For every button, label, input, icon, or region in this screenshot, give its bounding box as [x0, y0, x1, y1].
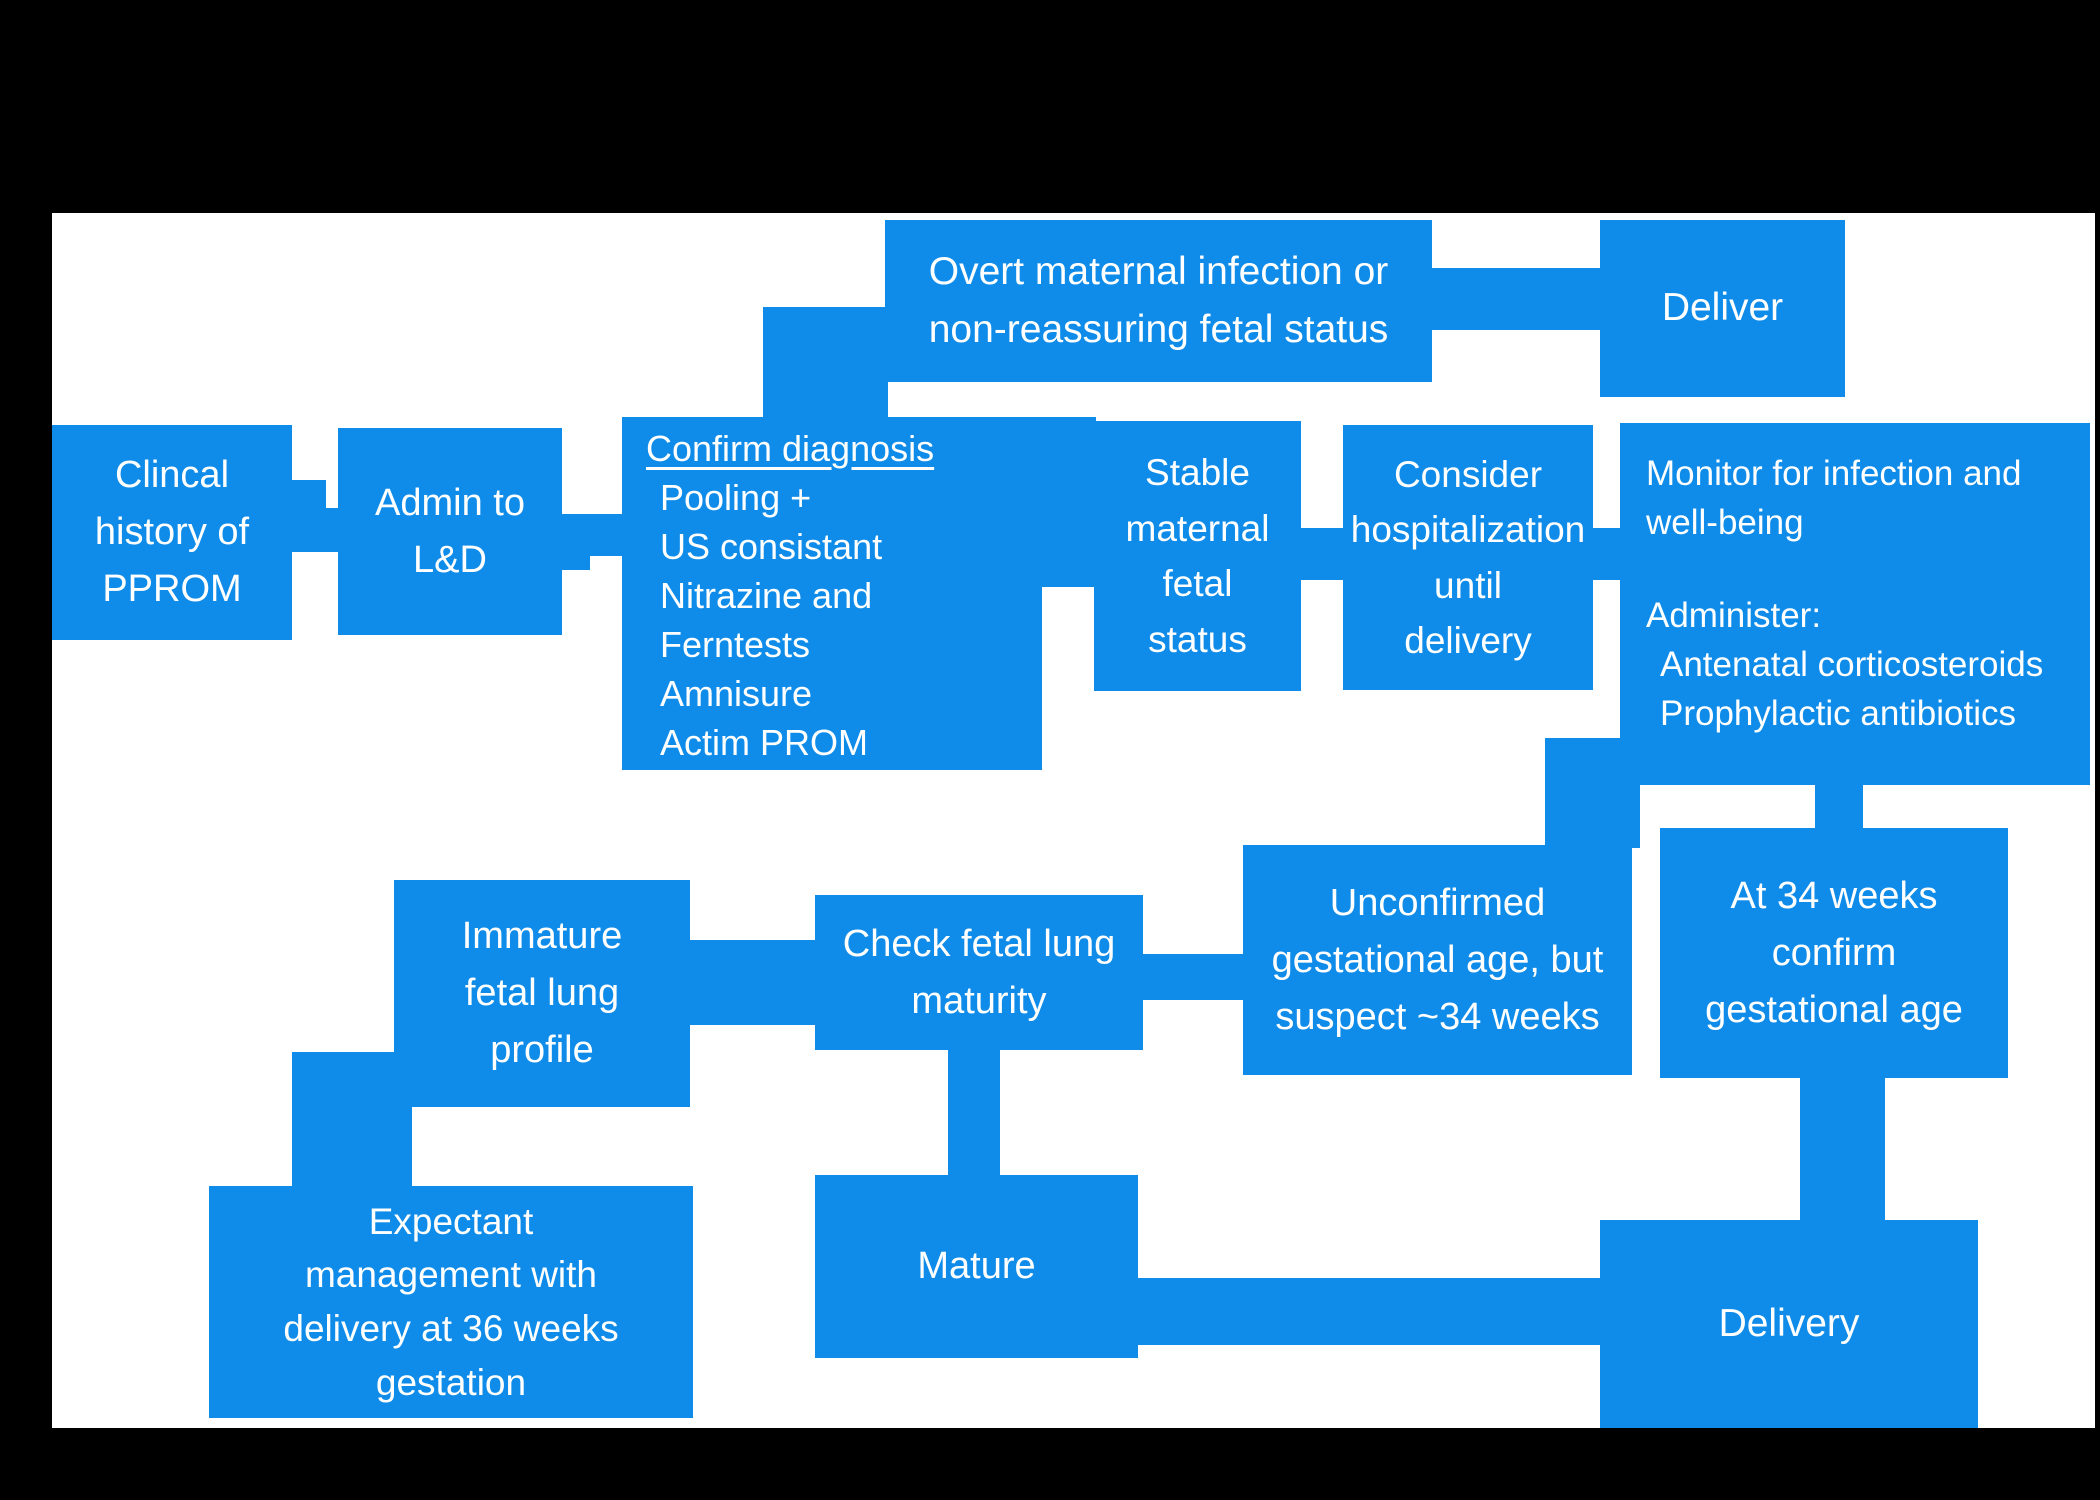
- node-at34-confirm-age-label: At 34 weeks confirm gestational age: [1705, 874, 1963, 1031]
- connector-check-unconfirmed: [1141, 954, 1245, 1000]
- node-admit-ld-label: Admin to L&D: [375, 481, 525, 581]
- node-stable-status: Stable maternal fetal status: [1094, 421, 1301, 691]
- connector-consider-monitor: [1591, 528, 1622, 580]
- node-deliver: Deliver: [1600, 220, 1845, 397]
- node-mature: Mature: [815, 1175, 1138, 1358]
- connector-confirm-stable: [1042, 417, 1096, 587]
- node-expectant-management: Expectant management with delivery at 36…: [209, 1186, 693, 1418]
- node-confirm-diagnosis-title: Confirm diagnosis: [646, 428, 935, 469]
- confirm-item-nitrazine: Nitrazine and Ferntests: [660, 574, 873, 665]
- node-overt-infection: Overt maternal infection or non-reassuri…: [885, 220, 1432, 382]
- confirm-item-pooling: Pooling +: [660, 476, 812, 518]
- confirm-item-actim: Actim PROM: [660, 721, 869, 763]
- node-monitor-infection: Monitor for infection and well-being Adm…: [1620, 423, 2090, 785]
- connector-immature-check: [688, 940, 817, 1025]
- node-overt-infection-label: Overt maternal infection or non-reassuri…: [928, 249, 1389, 352]
- connector-overt-deliver: [1430, 268, 1602, 330]
- connector-monitor-at34: [1815, 783, 1863, 831]
- connector-mature-delivery: [1136, 1278, 1604, 1345]
- connector-admit-confirm: [560, 514, 624, 556]
- node-at34-confirm-age: At 34 weeks confirm gestational age: [1660, 828, 2008, 1078]
- confirm-item-us: US consistant: [660, 525, 883, 567]
- connector-immature-expectant: [292, 1052, 412, 1189]
- node-monitor-intro: Monitor for infection and well-being: [1646, 454, 2022, 542]
- connector-stable-consider: [1299, 528, 1345, 580]
- node-consider-hospitalization: Consider hospitalization until delivery: [1343, 425, 1593, 690]
- connector-at34-delivery: [1800, 1076, 1885, 1224]
- connector-clinical-admit: [292, 508, 342, 552]
- node-unconfirmed-age-label: Unconfirmed gestational age, but suspect…: [1271, 881, 1604, 1038]
- monitor-spacer: [1646, 547, 2082, 591]
- node-confirm-diagnosis: Confirm diagnosis Pooling + US consistan…: [622, 417, 1042, 812]
- node-consider-hospitalization-label: Consider hospitalization until delivery: [1350, 453, 1586, 662]
- node-monitor-administer-label: Administer:: [1646, 596, 1822, 635]
- monitor-item-antibiotics: Prophylactic antibiotics: [1660, 694, 2016, 733]
- confirm-item-romplus: ROM Plus: [660, 770, 825, 812]
- node-immature-lung-label: Immature fetal lung profile: [461, 915, 623, 1071]
- node-check-lung-maturity-label: Check fetal lung maturity: [842, 922, 1116, 1022]
- node-deliver-label: Deliver: [1661, 286, 1784, 330]
- monitor-item-corticosteroids: Antenatal corticosteroids: [1660, 645, 2044, 684]
- node-delivery-label: Delivery: [1718, 1301, 1860, 1345]
- connector-admit-confirm-step: [562, 550, 590, 570]
- node-expectant-management-label: Expectant management with delivery at 36…: [283, 1200, 619, 1403]
- node-clinical-history-label: Clincal history of PPROM: [94, 454, 250, 610]
- node-admit-ld: Admin to L&D: [338, 428, 562, 635]
- connector-check-mature: [948, 1048, 1000, 1178]
- node-stable-status-label: Stable maternal fetal status: [1125, 452, 1270, 660]
- node-clinical-history: Clincal history of PPROM: [52, 425, 292, 640]
- node-immature-lung: Immature fetal lung profile: [394, 880, 690, 1107]
- node-delivery: Delivery: [1600, 1220, 1978, 1428]
- node-unconfirmed-age: Unconfirmed gestational age, but suspect…: [1243, 845, 1632, 1075]
- confirm-item-amnisure: Amnisure: [660, 672, 813, 714]
- connector-confirm-overt: [763, 307, 888, 419]
- node-check-lung-maturity: Check fetal lung maturity: [815, 895, 1143, 1050]
- node-mature-label: Mature: [917, 1245, 1036, 1287]
